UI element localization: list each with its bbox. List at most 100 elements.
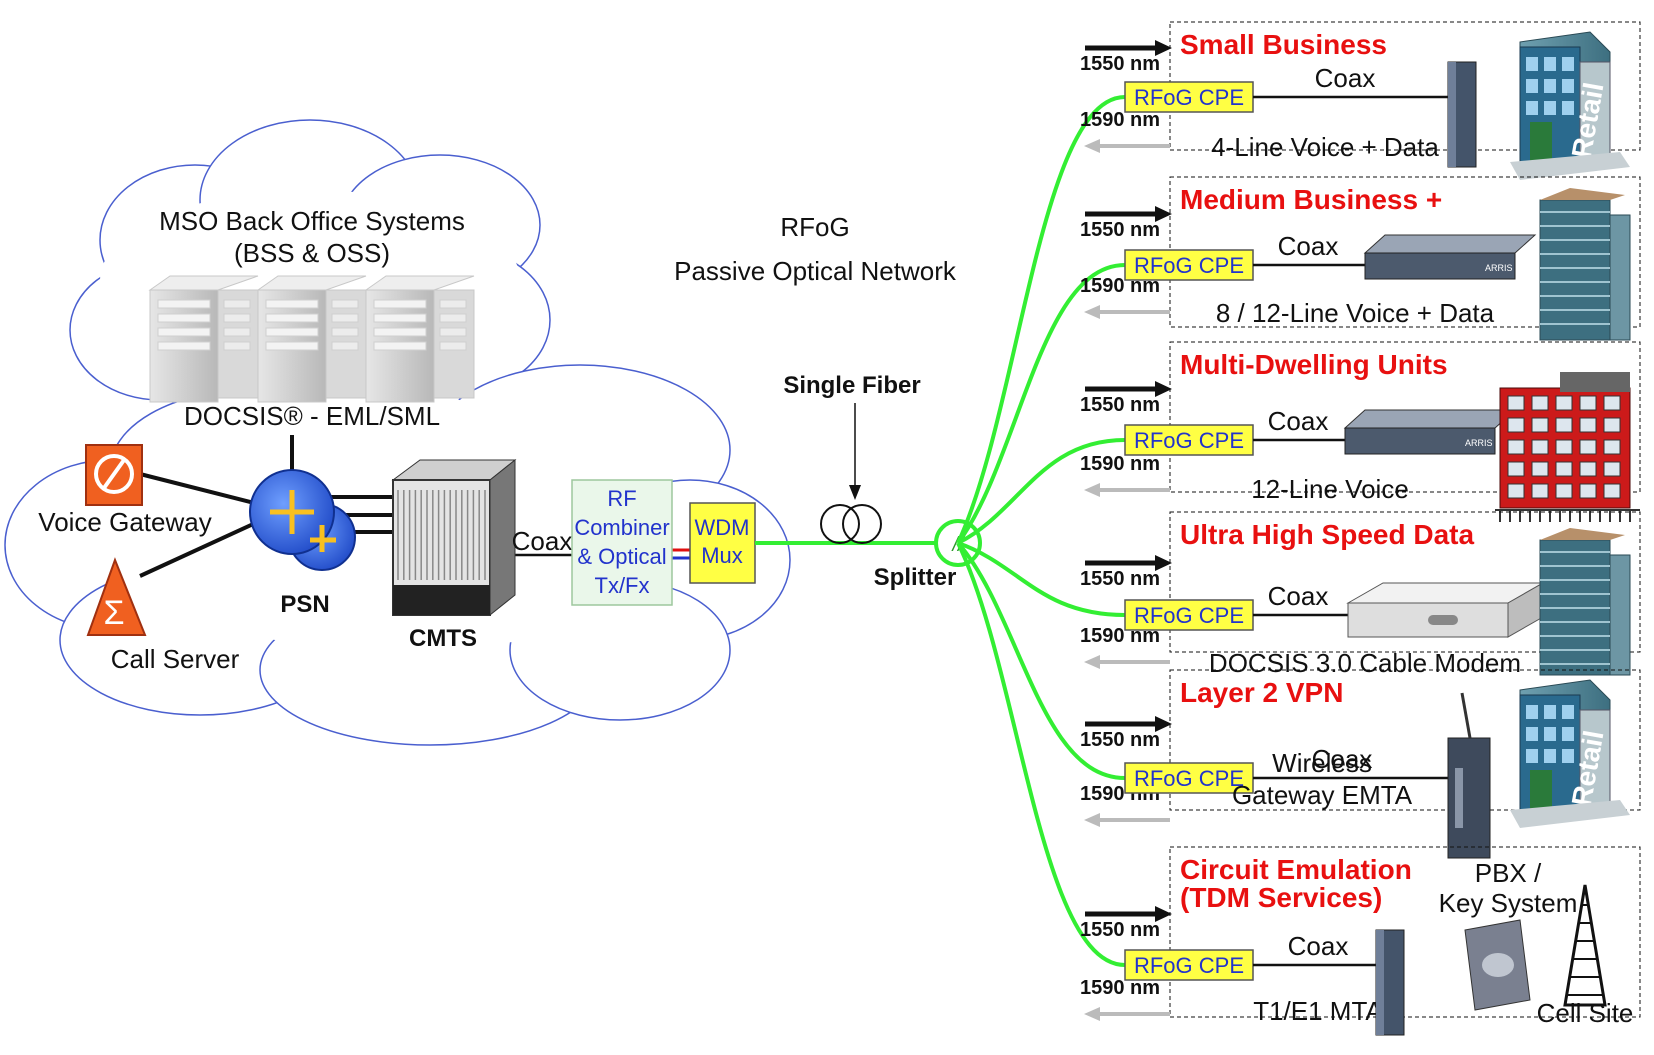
rfog-cpe-box <box>1124 599 1254 631</box>
rfog-cpe-label: RFoG CPE <box>1134 85 1244 110</box>
branch-title: Small Business <box>1180 29 1387 60</box>
drop-fiber <box>956 541 1126 780</box>
call-server-icon: Σ <box>86 557 147 636</box>
branch-title: (TDM Services) <box>1180 882 1382 913</box>
drop-fiber <box>957 438 1126 545</box>
upstream-wavelength: 1590 nm <box>1080 109 1160 131</box>
service-box <box>1169 669 1641 811</box>
server-rack-icons <box>148 275 475 403</box>
downstream-wavelength: 1550 nm <box>1080 219 1160 241</box>
coax-label: Coax <box>1315 63 1376 93</box>
service-label: 12-Line Voice <box>1251 474 1409 504</box>
branch-title: Multi-Dwelling Units <box>1180 349 1448 380</box>
rf-combiner-line-3: & Optical <box>577 544 666 569</box>
network-title-line-1: RFoG <box>780 212 849 242</box>
pbx-phone-icon <box>1464 919 1531 1011</box>
coax-main-label: Coax <box>512 526 573 556</box>
server-tower-icon <box>256 275 367 403</box>
branch-title: Circuit Emulation <box>1180 854 1412 885</box>
downstream-wavelength: 1550 nm <box>1080 394 1160 416</box>
retail-building-icon: Retail <box>1510 679 1630 828</box>
rfog-cpe-label: RFoG CPE <box>1134 253 1244 278</box>
service-label: 4-Line Voice + Data <box>1211 132 1439 162</box>
office-tower-icon <box>1539 528 1631 676</box>
branch-title: Layer 2 VPN <box>1180 677 1343 708</box>
downstream-wavelength: 1550 nm <box>1080 919 1160 941</box>
pbx-label: PBX / <box>1475 858 1542 888</box>
network-title-line-2: Passive Optical Network <box>674 256 957 286</box>
rfog-cpe-box <box>1124 424 1254 456</box>
coax-label: Coax <box>1312 744 1373 774</box>
rf-combiner-line-1: RF <box>607 486 636 511</box>
apartment-building-icon <box>1495 372 1640 522</box>
drop-fiber <box>957 541 1126 617</box>
rack-unit-icon: ARRIS <box>1343 409 1517 455</box>
wdm-line-2: Mux <box>701 543 743 568</box>
branch-title: Ultra High Speed Data <box>1180 519 1474 550</box>
cell-tower-icon <box>1563 884 1607 1007</box>
upstream-wavelength: 1590 nm <box>1080 453 1160 475</box>
rfog-cpe-label: RFoG CPE <box>1134 766 1244 791</box>
pbx-label: Key System <box>1439 888 1578 918</box>
service-label: Gateway EMTA <box>1232 780 1413 810</box>
service-box <box>1169 511 1641 653</box>
cmts-chassis-icon <box>391 458 517 617</box>
server-tower-icon <box>364 275 475 403</box>
wdm-line-1: WDM <box>695 515 750 540</box>
downstream-wavelength: 1550 nm <box>1080 53 1160 75</box>
rfog-cpe-label: RFoG CPE <box>1134 428 1244 453</box>
drop-fiber <box>956 263 1126 545</box>
server-tower-icon <box>148 275 259 403</box>
coax-label: Coax <box>1288 931 1349 961</box>
rfog-cpe-label: RFoG CPE <box>1134 603 1244 628</box>
rf-combiner-line-2: Combiner <box>574 515 669 540</box>
coax-label: Coax <box>1268 406 1329 436</box>
voice-gateway-label: Voice Gateway <box>38 507 211 537</box>
drop-fiber <box>956 95 1126 544</box>
wdm-mux-box <box>689 502 756 584</box>
coax-label: Coax <box>1268 581 1329 611</box>
branch-title: Medium Business + <box>1180 184 1442 215</box>
service-box <box>1169 21 1641 151</box>
wireless-gateway-icon <box>1447 692 1491 859</box>
service-box <box>1169 341 1641 493</box>
single-fiber-label: Single Fiber <box>783 372 920 399</box>
service-label: T1/E1 MTA <box>1253 996 1383 1026</box>
call-server-label: Call Server <box>111 644 240 674</box>
retail-building-icon: Retail <box>1510 31 1630 180</box>
rfog-cpe-box <box>1124 949 1254 981</box>
cell-site-label: Cell Site <box>1537 998 1634 1028</box>
rf-combiner-line-4: Tx/Fx <box>595 573 650 598</box>
modem-icon <box>1447 61 1477 168</box>
cloud-title-line-2: (BSS & OSS) <box>234 238 390 268</box>
rfog-cpe-label: RFoG CPE <box>1134 953 1244 978</box>
mta-icon <box>1375 929 1405 1036</box>
service-box <box>1169 846 1641 1018</box>
downstream-wavelength: 1550 nm <box>1080 729 1160 751</box>
service-label: Wireless <box>1272 748 1372 778</box>
cmts-label: CMTS <box>409 625 477 652</box>
voice-gateway-icon <box>85 444 143 506</box>
rfog-cpe-box <box>1124 81 1254 113</box>
docsis-label: DOCSIS® - EML/SML <box>184 401 440 431</box>
cloud-title-line-1: MSO Back Office Systems <box>159 206 465 236</box>
office-tower-icon <box>1539 188 1631 341</box>
service-label: DOCSIS 3.0 Cable Modem <box>1209 648 1521 678</box>
drop-fiber <box>956 542 1126 967</box>
device-brand: ARRIS <box>1485 263 1513 273</box>
splitter-label: Splitter <box>874 564 957 591</box>
psn-label: PSN <box>280 591 329 618</box>
fiber-coil-icon <box>820 504 882 544</box>
sigma-glyph: Σ <box>103 594 124 632</box>
rf-combiner-box <box>571 479 673 606</box>
rack-unit-icon: ARRIS <box>1363 234 1537 280</box>
service-label: 8 / 12-Line Voice + Data <box>1216 298 1495 328</box>
downstream-wavelength: 1550 nm <box>1080 568 1160 590</box>
